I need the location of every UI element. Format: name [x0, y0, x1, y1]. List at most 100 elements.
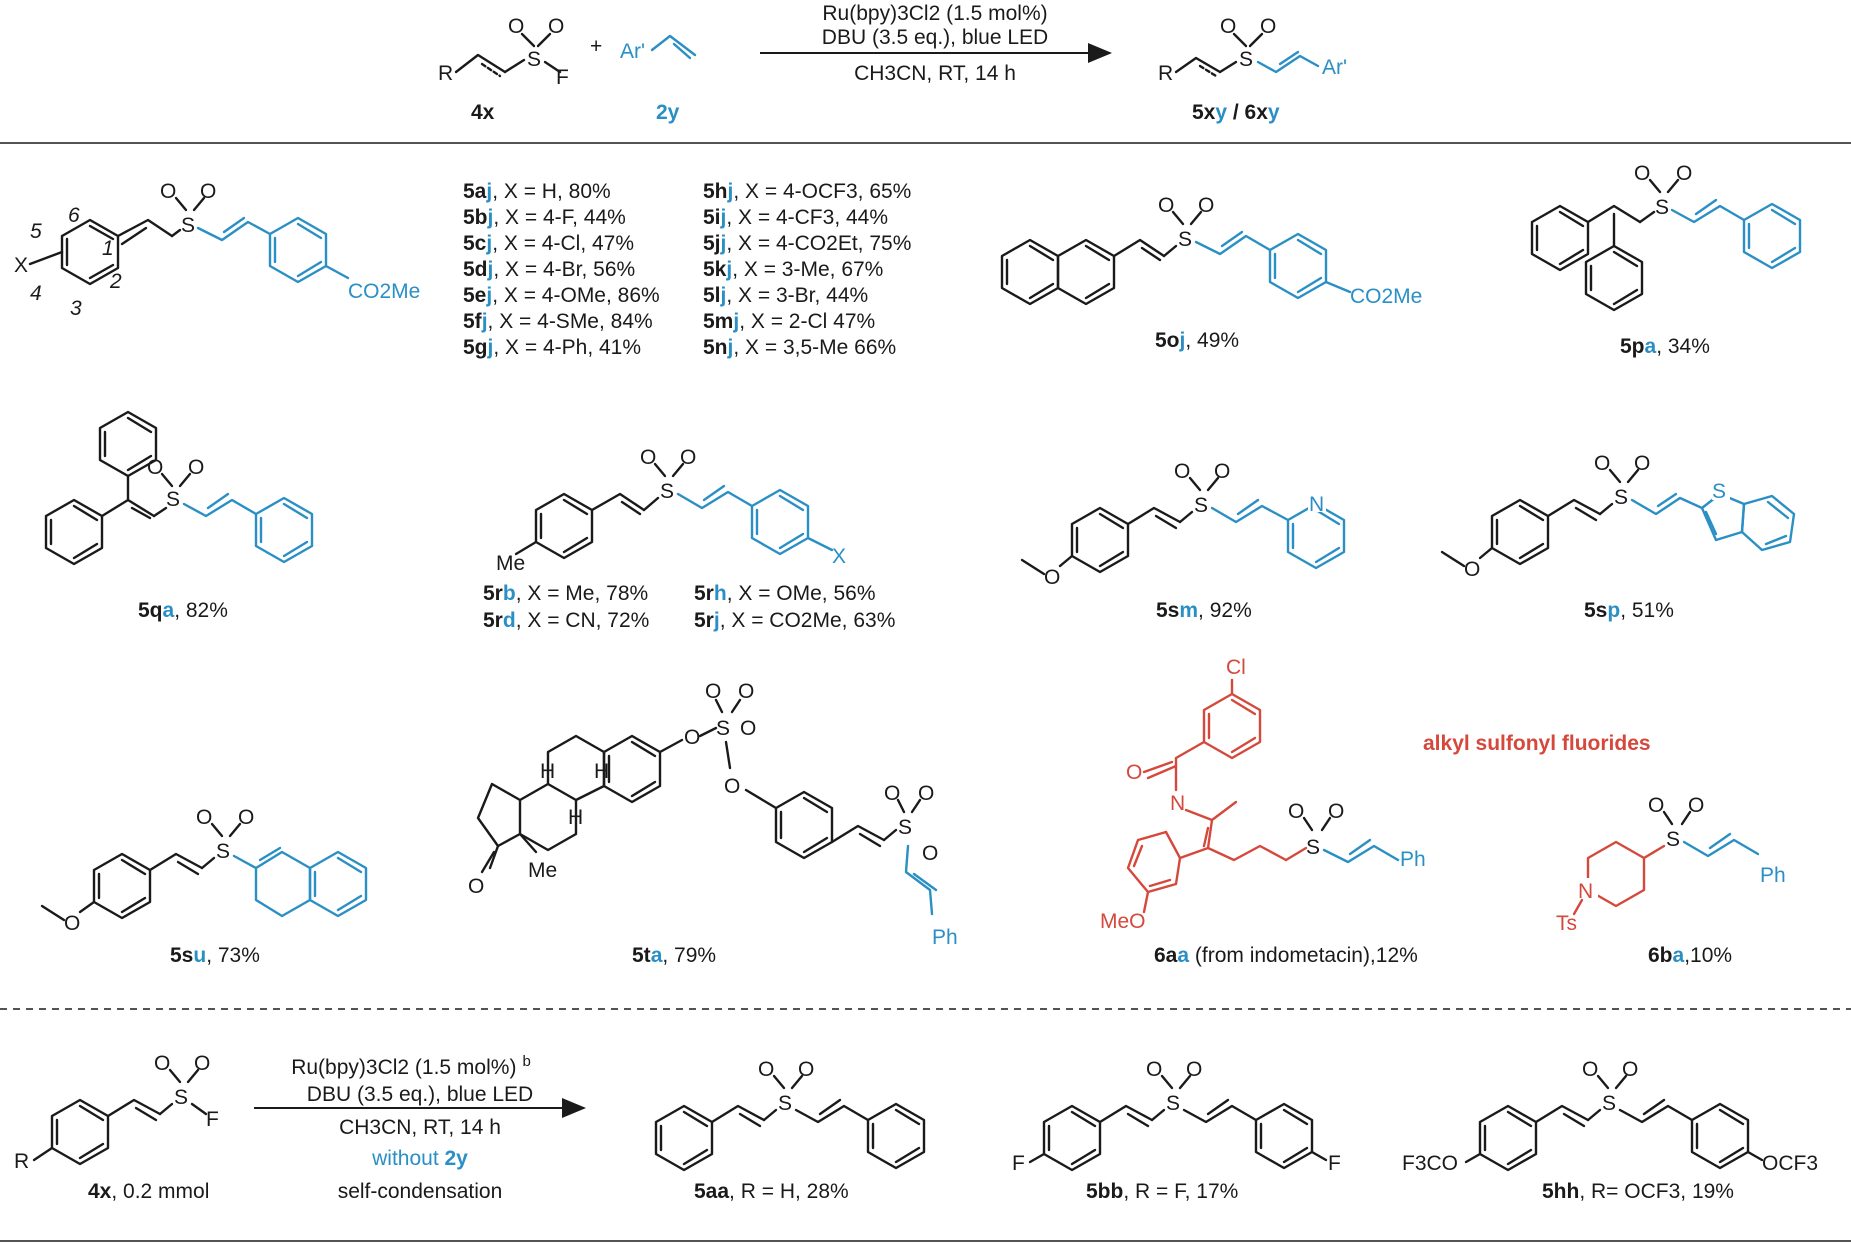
atom-X: X: [832, 545, 846, 568]
structure-5bb: F S O O F: [1012, 1058, 1341, 1175]
atom-O: O: [1186, 1058, 1202, 1081]
atom-O: O: [1198, 194, 1214, 217]
atom-O: O: [1688, 794, 1704, 817]
atom-O: O: [705, 680, 721, 703]
atom-S: S: [1655, 196, 1669, 219]
atom-X: X: [14, 254, 28, 277]
reagent-4x-structure: R S O O F: [438, 15, 569, 89]
atom-H: H: [568, 806, 583, 829]
atom-S: S: [181, 214, 195, 237]
atom-O: O: [798, 1058, 814, 1081]
atom-O: O: [922, 842, 938, 865]
atom-CO2Me: CO2Me: [1350, 285, 1422, 308]
atom-O: O: [1328, 800, 1344, 823]
list-item: 5ej, X = 4-OMe, 86%: [463, 284, 660, 307]
compound-label-5hh: 5hh, R= OCF3, 19%: [1542, 1180, 1734, 1203]
list-item: 5bj, X = 4-F, 44%: [463, 206, 626, 229]
atom-S: S: [174, 1086, 188, 1109]
structure-5sm: O S O O N: [1020, 460, 1346, 589]
atom-O: O: [918, 782, 934, 805]
atom-O: O: [1158, 194, 1174, 217]
atom-Ph: Ph: [1760, 864, 1786, 887]
atom-O: O: [1622, 1058, 1638, 1081]
structure-6ba: N Ts S O O Ph: [1556, 794, 1786, 935]
atom-F: F: [1328, 1152, 1341, 1175]
reagent-4x-label: 4x: [471, 101, 495, 124]
series-5-list-right: 5hj, X = 4-OCF3, 65% 5ij, X = 4-CF3, 44%…: [703, 180, 911, 359]
atom-O: O: [194, 1052, 210, 1075]
atom-S: S: [1614, 486, 1628, 509]
atom-O: O: [1220, 15, 1236, 38]
atom-O: O: [1594, 452, 1610, 475]
atom-MeO: MeO: [1100, 910, 1146, 933]
atom-O: O: [1044, 566, 1060, 589]
atom-Ph: Ph: [1400, 848, 1426, 871]
structure-5su: O S O O: [40, 806, 368, 935]
atom-R: R: [1158, 62, 1173, 85]
list-item: 5ij, X = 4-CF3, 44%: [703, 206, 888, 229]
atom-R: R: [438, 62, 453, 85]
list-item: 5nj, X = 3,5-Me 66%: [703, 336, 896, 359]
list-item: 5lj, X = 3-Br, 44%: [703, 284, 868, 307]
atom-S: S: [716, 717, 730, 740]
compound-label-5su: 5su, 73%: [170, 944, 260, 967]
header-reaction: R S O O F 4x + Ar' 2y Ru(bpy)3Cl2 (1.5 m…: [438, 2, 1347, 124]
structure-5r: Me S O O X: [496, 446, 846, 575]
atom-S: S: [1239, 48, 1253, 71]
condition-base-bottom: DBU (3.5 eq.), blue LED: [307, 1083, 533, 1106]
atom-S: S: [1712, 480, 1726, 503]
atom-N: N: [1309, 493, 1324, 516]
atom-S: S: [527, 48, 541, 71]
compound-label-6aa: 6aa (from indometacin),12%: [1154, 944, 1418, 967]
atom-H: H: [540, 760, 555, 783]
compound-label-5sm: 5sm, 92%: [1156, 599, 1252, 622]
condition-base: DBU (3.5 eq.), blue LED: [822, 26, 1048, 49]
structure-4x-bottom: R S O O F: [14, 1052, 219, 1173]
atom-O: O: [680, 446, 696, 469]
atom-O: O: [1582, 1058, 1598, 1081]
atom-O: O: [1634, 452, 1650, 475]
condition-self-condensation: self-condensation: [338, 1180, 503, 1203]
plus-sign: +: [590, 35, 602, 58]
atom-O: O: [64, 912, 80, 935]
structure-5oj: S O O CO2Me: [1000, 194, 1422, 308]
ring-number: 4: [30, 282, 42, 305]
list-item: 5aj, X = H, 80%: [463, 180, 611, 203]
atom-S: S: [778, 1092, 792, 1115]
structure-5aa: S O O: [654, 1058, 926, 1172]
atom-O: O: [1464, 558, 1480, 581]
structure-5qa: S O O: [44, 410, 314, 566]
atom-S: S: [660, 480, 674, 503]
atom-N: N: [1170, 792, 1185, 815]
atom-O: O: [1634, 162, 1650, 185]
ring-number: 6: [68, 204, 80, 227]
structure-6aa: Cl O N MeO S O O Ph: [1100, 656, 1426, 933]
list-item: 5cj, X = 4-Cl, 47%: [463, 232, 634, 255]
compound-label-5oj: 5oj, 49%: [1155, 329, 1239, 352]
condition-without-2y: without 2y: [371, 1147, 468, 1170]
structure-5ta: O Me H H H O S O O O O S O O O Ph: [468, 680, 958, 949]
atom-Me: Me: [528, 859, 557, 882]
atom-CO2Me: CO2Me: [348, 280, 420, 303]
atom-O: O: [1260, 15, 1276, 38]
compound-label-5sp: 5sp, 51%: [1584, 599, 1674, 622]
atom-O: O: [684, 726, 700, 749]
atom-S: S: [1166, 1092, 1180, 1115]
atom-O: O: [738, 680, 754, 703]
compound-label-5pa: 5pa, 34%: [1620, 335, 1710, 358]
atom-S: S: [1178, 228, 1192, 251]
atom-Ar: Ar': [620, 40, 645, 63]
atom-Ar: Ar': [1322, 56, 1347, 79]
product-label: 5xy / 6xy: [1192, 101, 1280, 124]
atom-O: O: [740, 717, 756, 740]
atom-Cl: Cl: [1226, 656, 1246, 679]
atom-O: O: [724, 775, 740, 798]
atom-R: R: [14, 1150, 29, 1173]
atom-O: O: [1146, 1058, 1162, 1081]
ring-number: 1: [102, 237, 114, 260]
atom-O: O: [147, 456, 163, 479]
atom-N: N: [1578, 880, 1593, 903]
atom-F: F: [206, 1108, 219, 1131]
reagent-4x-bottom-label: 4x, 0.2 mmol: [88, 1180, 209, 1203]
